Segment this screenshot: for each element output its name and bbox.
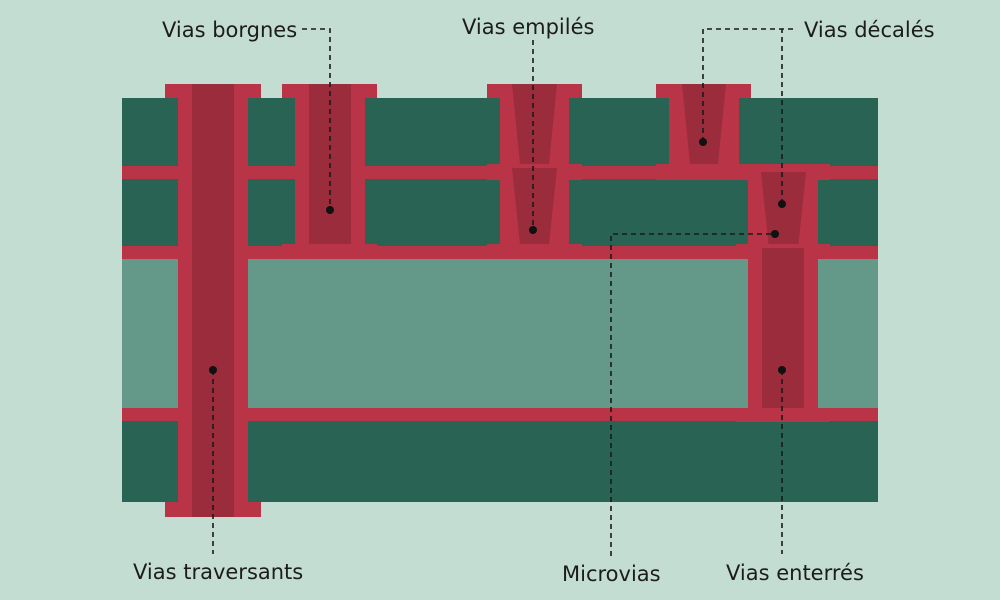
dot-stacked (529, 226, 537, 234)
label-blind-vias: Vias borgnes (162, 18, 297, 42)
labels: Vias borgnes Vias empilés Vias décalés V… (133, 15, 935, 586)
dot-micro (771, 230, 779, 238)
buried-via (736, 244, 830, 422)
dot-staggered-2 (778, 200, 786, 208)
stacked-vias (487, 84, 582, 258)
dot-blind (326, 206, 334, 214)
label-staggered-vias: Vias décalés (804, 18, 935, 42)
dot-buried (778, 366, 786, 374)
leader-blind (302, 28, 331, 210)
copper-plane-3 (122, 408, 878, 421)
leader-lines (212, 28, 795, 556)
through-via (165, 84, 261, 517)
leader-staggered-1 (702, 28, 795, 142)
label-stacked-vias: Vias empilés (462, 15, 594, 39)
dot-staggered-1 (699, 138, 707, 146)
marker-dots (209, 138, 786, 374)
dot-through (209, 366, 217, 374)
label-buried-vias: Vias enterrés (726, 561, 864, 585)
label-through-vias: Vias traversants (133, 560, 303, 584)
staggered-vias (656, 84, 830, 248)
label-microvias: Microvias (562, 562, 661, 586)
